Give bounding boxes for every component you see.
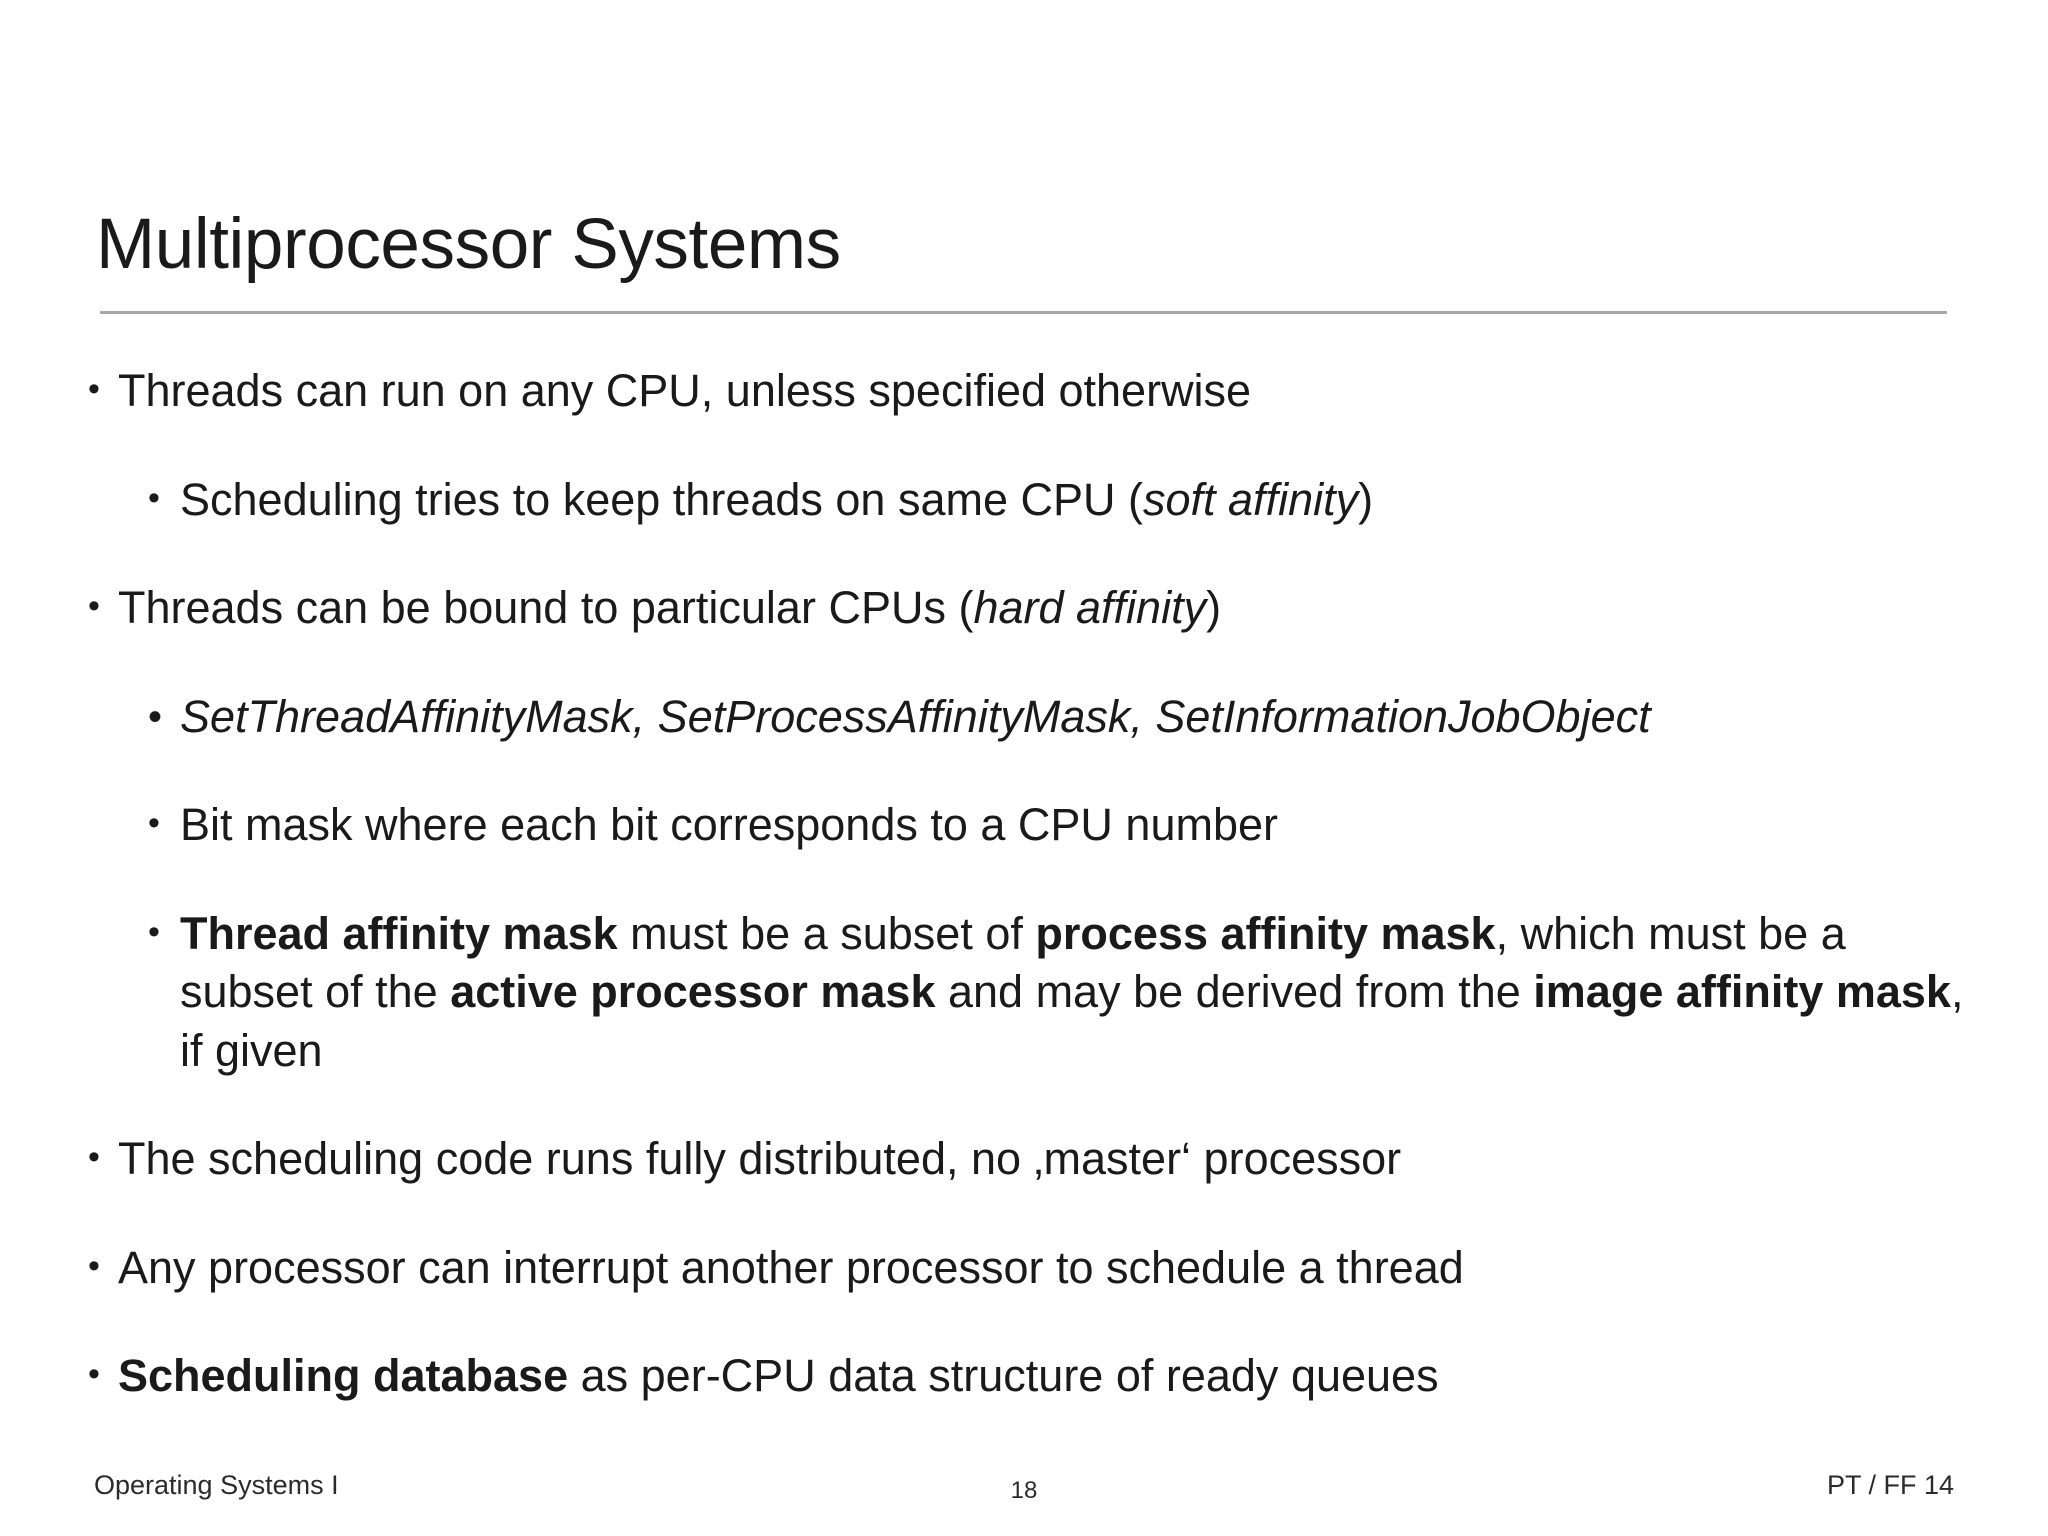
- footer: Operating Systems I 18 PT / FF 14: [0, 1470, 2048, 1516]
- bullet-text-run: Threads can run on any CPU, unless speci…: [118, 365, 1252, 416]
- footer-page-number: 18: [1010, 1477, 1038, 1504]
- bullet-item: • Any processor can interrupt another pro…: [0, 1239, 2048, 1298]
- bullet-text-run: as per-CPU data structure of ready queue…: [568, 1350, 1439, 1401]
- bullet-text-run: and may be derived from the: [935, 966, 1534, 1017]
- bullet-list: • Threads can run on any CPU, unless spec…: [0, 362, 2048, 1456]
- bullet-text: Threads can be bound to particular CPUs …: [118, 579, 1221, 638]
- bullet-text-run: Scheduling database: [118, 1350, 569, 1401]
- bullet-text-run: Bit mask where each bit corresponds to a…: [180, 799, 1278, 850]
- bullet-text-run: process affinity mask: [1035, 907, 1496, 959]
- bullet-marker-icon: •: [88, 587, 100, 625]
- bullet-marker-icon: •: [148, 694, 163, 739]
- bullet-text-run: image affinity mask: [1533, 966, 1951, 1017]
- bullet-item: • Thread affinity mask must be a subset o…: [0, 905, 2048, 1081]
- bullet-text: Threads can run on any CPU, unless speci…: [118, 362, 1251, 421]
- bullet-text-run: Any processor can interrupt another proc…: [118, 1241, 1464, 1293]
- bullet-text: Scheduling tries to keep threads on same…: [180, 471, 1373, 530]
- footer-reference-label: PT / FF 14: [1826, 1470, 1954, 1500]
- bullet-text-run: , which must be a subset of the: [180, 907, 1846, 1018]
- bullet-text: Bit mask where each bit corresponds to a…: [180, 796, 1278, 855]
- bullet-text-run: SetThreadAffinityMask, SetProcessAffinit…: [180, 690, 1651, 742]
- bullet-item: • Scheduling tries to keep threads on sam…: [0, 471, 2048, 530]
- bullet-marker-icon: •: [88, 1355, 100, 1393]
- bullet-marker-icon: •: [148, 478, 160, 517]
- bullet-text-run: Scheduling tries to keep threads on same…: [180, 473, 1143, 525]
- title-divider: [100, 311, 1947, 314]
- bullet-text-run: ): [1206, 582, 1222, 633]
- bullet-item: • The scheduling code runs fully distribu…: [0, 1130, 2048, 1189]
- bullet-text: Thread affinity mask must be a subset of…: [180, 905, 1980, 1081]
- bullet-text-run: ): [1358, 473, 1374, 525]
- bullet-text: The scheduling code runs fully distribut…: [118, 1130, 1401, 1189]
- footer-course-label: Operating Systems I: [94, 1470, 339, 1500]
- page-title: Multiprocessor Systems: [96, 204, 841, 284]
- bullet-text-run: hard affinity: [973, 582, 1207, 633]
- bullet-marker-icon: •: [88, 370, 100, 408]
- bullet-marker-icon: •: [148, 912, 160, 951]
- bullet-text: SetThreadAffinityMask, SetProcessAffinit…: [180, 688, 1651, 747]
- bullet-marker-icon: •: [88, 1138, 100, 1176]
- bullet-text-run: , if given: [180, 966, 1964, 1076]
- bullet-item: • Threads can run on any CPU, unless spec…: [0, 362, 2048, 421]
- bullet-text-run: soft affinity: [1143, 473, 1359, 525]
- bullet-text-run: must be a subset of: [617, 907, 1036, 959]
- bullet-text: Scheduling database as per-CPU data stru…: [118, 1347, 1439, 1406]
- bullet-text-run: Thread affinity mask: [180, 907, 618, 959]
- bullet-item: • Bit mask where each bit corresponds to …: [0, 796, 2048, 855]
- bullet-marker-icon: •: [88, 1246, 100, 1285]
- bullet-text-run: The scheduling code runs fully distribut…: [118, 1133, 1402, 1184]
- bullet-text-run: Threads can be bound to particular CPUs …: [118, 582, 974, 633]
- bullet-text: Any processor can interrupt another proc…: [118, 1239, 1464, 1298]
- bullet-text-run: active processor mask: [450, 966, 936, 1017]
- bullet-item: • SetThreadAffinityMask, SetProcessAffini…: [0, 688, 2048, 747]
- bullet-marker-icon: •: [148, 804, 160, 842]
- bullet-item: • Scheduling database as per-CPU data str…: [0, 1347, 2048, 1406]
- bullet-item: • Threads can be bound to particular CPUs…: [0, 579, 2048, 638]
